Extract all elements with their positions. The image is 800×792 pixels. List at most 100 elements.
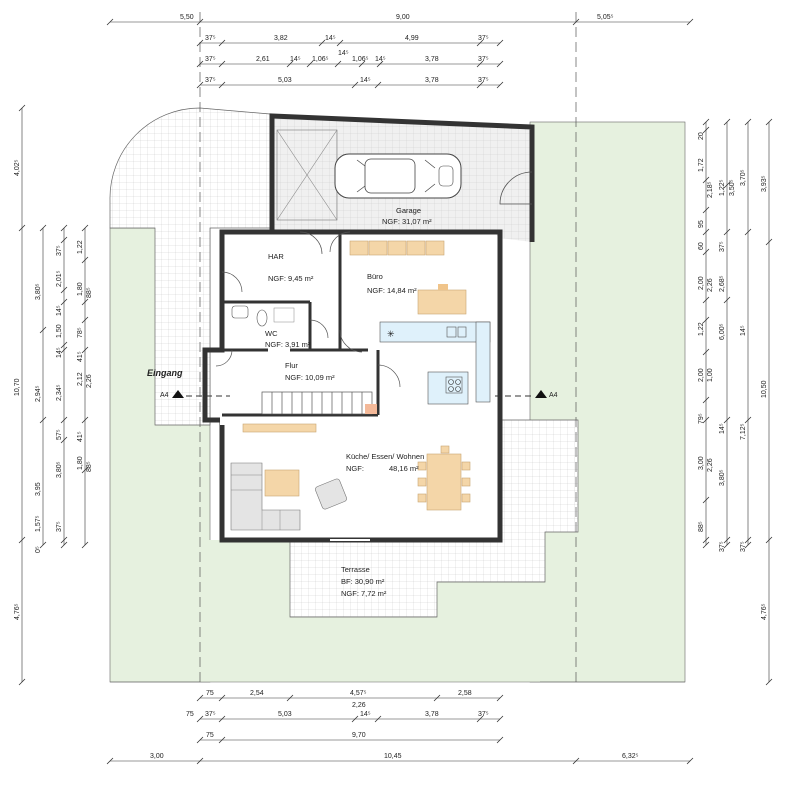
dim-right-in-5: 6,00⁵	[719, 323, 726, 340]
dimension-tick	[60, 541, 68, 549]
dimension-tick	[336, 39, 344, 47]
dimension-tick	[686, 757, 694, 765]
dim-left-im-7: 2,26	[86, 374, 93, 388]
dim-top-1: 5,50	[180, 14, 194, 21]
dimension-tick	[81, 224, 89, 232]
dim-right-im-1: 20	[698, 132, 705, 140]
dimension-tick	[686, 18, 694, 26]
dim-top-r3a: 14⁵	[338, 50, 349, 57]
dimension-tick	[196, 757, 204, 765]
dim-left-in-7: 57⁵	[56, 429, 63, 440]
dim-right-in-4: 2,68⁵	[719, 275, 726, 292]
dim-bot-r4-2: 10,45	[384, 753, 402, 760]
axis-lines	[199, 12, 577, 682]
dimension-tick	[496, 736, 504, 744]
dimension-tick	[476, 715, 484, 723]
dim-top-r4-2: 5,03	[278, 77, 292, 84]
dimensions-top: 5,50 9,00 5,05⁵ 37⁵ 3,82 14⁵ 4,99 37⁵ 14…	[180, 14, 614, 84]
buero-area: NGF: 14,84 m²	[367, 286, 417, 295]
dimension-tick	[702, 348, 710, 356]
dim-right-in-2: 3,50⁵	[729, 179, 736, 196]
dimensions-right: 3,93⁵ 10,50 4,76⁵ 3,70⁵ 14⁵ 7,12⁵ 37⁵ 1,…	[698, 132, 768, 620]
svg-text:✳: ✳	[387, 329, 395, 339]
dimension-tick	[196, 39, 204, 47]
dimension-tick	[723, 416, 731, 424]
dimension-tick	[723, 296, 731, 304]
kueche-area-label: NGF:	[346, 464, 364, 473]
dim-left-im-6: 2,12	[77, 372, 84, 386]
dim-right-in-3: 37⁵	[719, 241, 726, 252]
dim-left-im-9: 1,80	[77, 456, 84, 470]
dim-bot-r1-4: 2,58	[458, 690, 472, 697]
dim-right-im-5: 60	[698, 242, 705, 250]
dim-top-r3-1: 37⁵	[205, 56, 216, 63]
dimension-tick	[286, 60, 294, 68]
dimension-tick	[744, 228, 752, 236]
dimension-tick	[60, 236, 68, 244]
dimension-tick	[81, 316, 89, 324]
dim-bot-r4-3: 6,32⁵	[622, 753, 639, 760]
dim-right-in-1: 1,22⁵	[719, 179, 726, 196]
dimension-tick	[306, 60, 314, 68]
dimension-tick	[218, 694, 226, 702]
dim-left-im-5: 41⁵	[77, 351, 84, 362]
dim-left-in-11: 0⁵	[35, 546, 42, 553]
dim-top-r3-6: 14⁵	[375, 56, 386, 63]
dim-bot-r2-5: 3,78	[425, 711, 439, 718]
dimension-tick	[18, 104, 26, 112]
dim-right-im-3: 2,18⁵	[707, 181, 714, 198]
dimension-tick	[765, 678, 773, 686]
dimension-ticks	[18, 18, 773, 765]
dimension-tick	[351, 715, 359, 723]
dimension-tick	[702, 316, 710, 324]
living-furniture	[230, 445, 471, 531]
dim-top-r4-4: 3,78	[425, 77, 439, 84]
dimension-tick	[723, 181, 731, 189]
dim-top-r2-2: 3,82	[274, 35, 288, 42]
dim-left-im-1: 1,22	[77, 240, 84, 254]
driveway-paving	[109, 107, 271, 426]
dim-bot-r2-4: 14⁵	[360, 711, 371, 718]
dim-right-im-7: 2,26	[707, 278, 714, 292]
dimension-tick	[433, 694, 441, 702]
dimension-tick	[476, 39, 484, 47]
dim-top-r2-4: 4,99	[405, 35, 419, 42]
dim-left-in-9: 37⁵	[56, 521, 63, 532]
dimension-tick	[334, 60, 342, 68]
section-label-right: A4	[549, 392, 558, 399]
dim-top-r3-7: 3,78	[425, 56, 439, 63]
dimension-tick	[196, 694, 204, 702]
dimension-tick	[723, 541, 731, 549]
dim-right-mid-4: 37⁵	[740, 541, 747, 552]
dimension-tick	[744, 536, 752, 544]
staircase	[242, 391, 377, 433]
entrance-label: Eingang	[147, 368, 183, 378]
section-label-left: A4	[160, 392, 169, 399]
dimension-tick	[702, 248, 710, 256]
dimension-tick	[60, 341, 68, 349]
dimension-tick	[318, 39, 326, 47]
dim-top-r4-3: 14⁵	[360, 77, 371, 84]
dimension-tick	[765, 536, 773, 544]
dim-top-r3-3: 14⁵	[290, 56, 301, 63]
dimension-tick	[286, 694, 294, 702]
section-arrow-right-icon	[535, 390, 547, 398]
dimension-tick	[60, 536, 68, 544]
dim-left-in-10: 1,57⁵	[35, 515, 42, 532]
dimension-tick	[702, 536, 710, 544]
dim-right-im-12: 3,00	[698, 456, 705, 470]
dim-right-mid-3: 7,12⁵	[740, 423, 747, 440]
dimension-tick	[81, 256, 89, 264]
dimension-tick	[702, 541, 710, 549]
dimension-tick	[376, 60, 384, 68]
dimension-tick	[60, 346, 68, 354]
dimension-tick	[18, 224, 26, 232]
dimension-tick	[39, 416, 47, 424]
dim-top-r3-8: 37⁵	[478, 56, 489, 63]
dimension-tick	[723, 228, 731, 236]
dim-bot-r1-1: 75	[206, 690, 214, 697]
buero-name: Büro	[367, 272, 383, 281]
dim-left-im-8: 41⁵	[77, 431, 84, 442]
dimension-tick	[81, 541, 89, 549]
dim-top-r3-4: 1,06⁵	[312, 56, 329, 63]
